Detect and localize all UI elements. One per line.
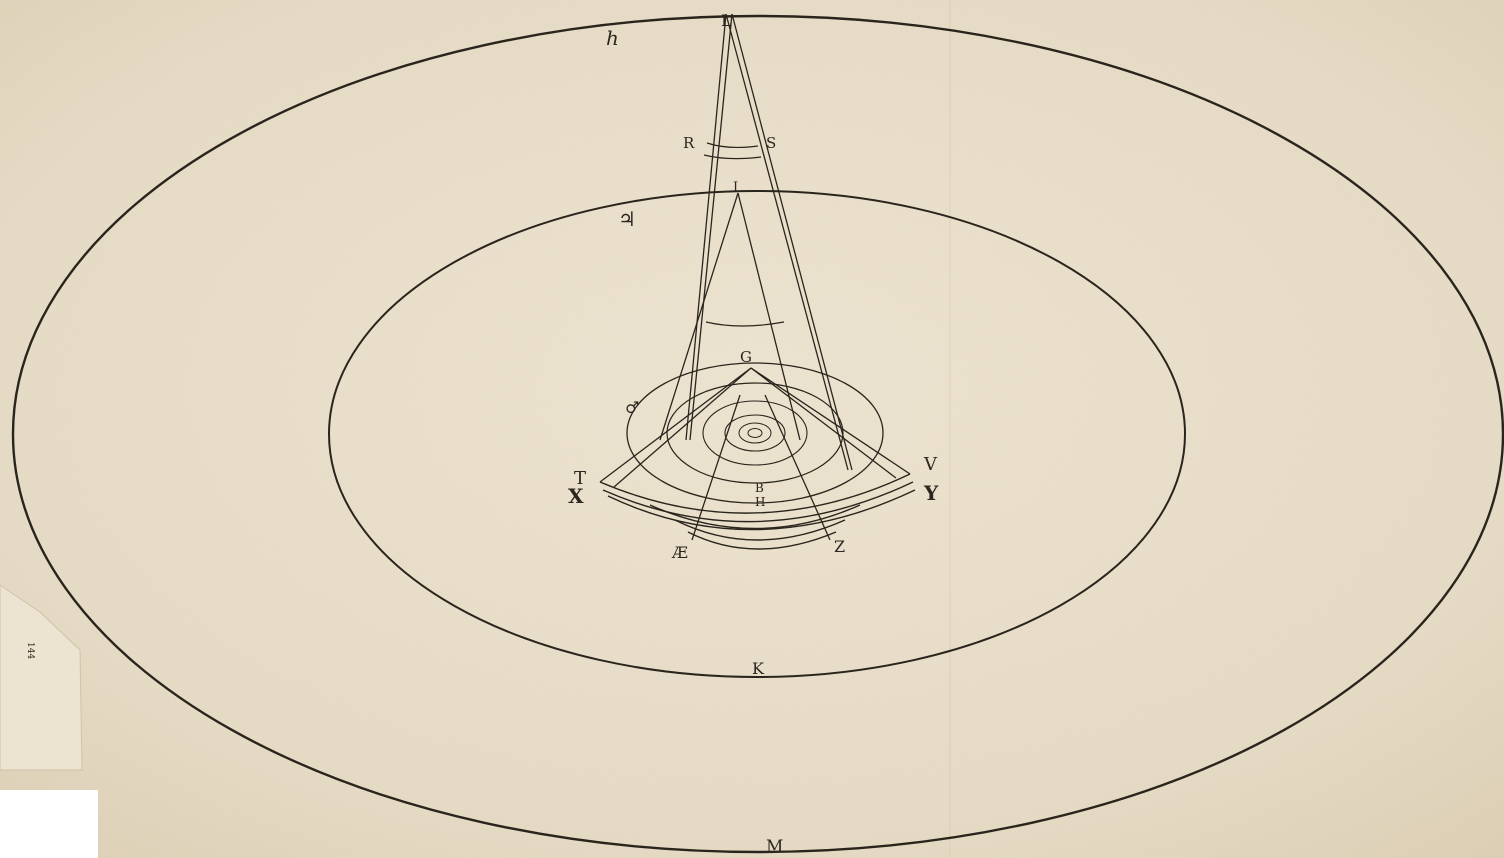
label-inner-apex: I [733,180,738,195]
jupiter-symbol: ♃ [618,207,636,231]
label-s: S [766,134,776,152]
label-r: R [683,134,695,152]
label-ae: Æ [671,543,688,562]
page-number: 144 [25,642,35,659]
label-top-apex: L [721,11,732,30]
label-b: B [755,481,764,495]
label-k: K [752,659,765,678]
label-m: M [766,837,783,857]
label-y: Y [923,481,939,505]
label-h-mid: H [755,495,765,509]
mars-symbol: ♂ [625,398,639,417]
label-v: V [923,454,938,475]
label-z: Z [834,537,845,556]
label-x: X [568,484,584,508]
label-h-outer: h [606,26,619,50]
label-g: G [740,348,752,366]
